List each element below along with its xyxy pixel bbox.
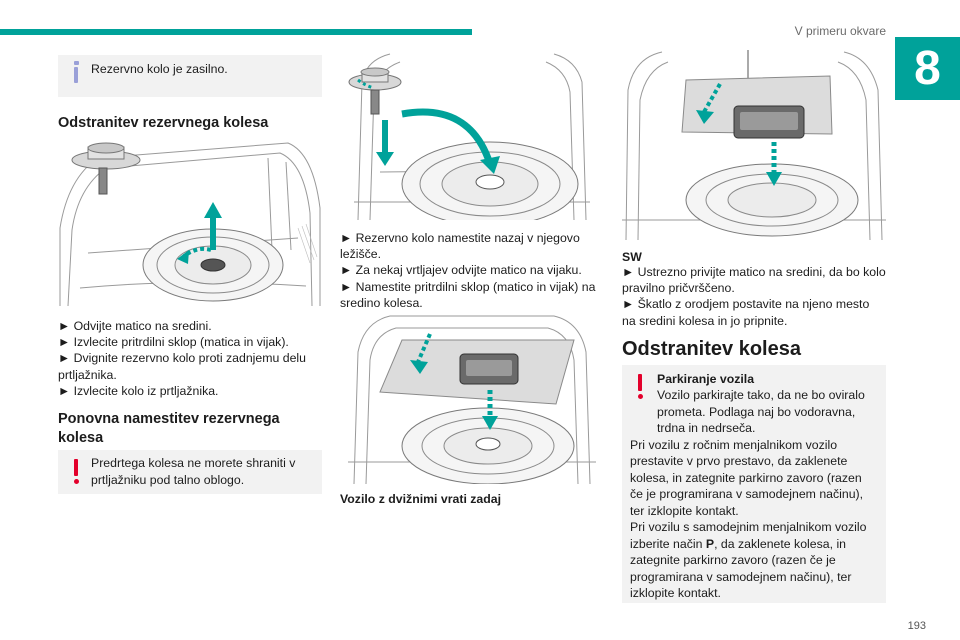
warning-icon-dot — [73, 479, 79, 484]
step-item: ► Odvijte matico na sredini. — [58, 319, 212, 333]
illustration-spare-wheel-refit — [348, 53, 590, 220]
step-item: ► Za nekaj vrtljajev odvijte matico na v… — [340, 263, 582, 278]
heading-wheel-removal: Odstranitev kolesa — [622, 338, 801, 360]
info-icon-bar — [74, 67, 78, 83]
step-item: ► Izvlecite kolo iz prtljažnika. — [58, 383, 219, 398]
steps-removal: ► Odvijte matico na sredini. ► Izvlecite… — [58, 318, 323, 399]
step-item: ► Namestite pritrdilni sklop (matico in … — [340, 279, 596, 310]
parking-line-auto: Pri vozilu s samodejnim menjalnikom vozi… — [630, 520, 867, 600]
heading-spare-wheel-removal: Odstranitev rezervnega kolesa — [58, 115, 269, 131]
sw-label: SW — [622, 250, 642, 264]
steps-refit: ► Rezervno kolo namestite nazaj v njegov… — [340, 230, 604, 311]
warning-note-text: Predrtega kolesa ne morete shraniti v pr… — [91, 456, 296, 487]
parking-title: Parkiranje vozila — [657, 372, 755, 386]
page-number: 193 — [907, 620, 926, 632]
warning-icon — [638, 374, 642, 391]
warning-icon-dot — [637, 394, 643, 399]
parking-line: Pri vozilu z ročnim menjalnikom vozilo p… — [630, 437, 864, 518]
warning-icon — [74, 459, 78, 476]
step-item: ► Izvlecite pritrdilni sklop (matica in … — [58, 335, 289, 350]
info-note-text: Rezervno kolo je zasilno. — [91, 62, 228, 76]
heading-spare-wheel-refit: Ponovna namestitev rezervnega kolesa — [58, 411, 280, 446]
step-item: ► Ustrezno privijte matico na sredini, d… — [622, 265, 886, 296]
caption-hatchback: Vozilo z dvižnimi vrati zadaj — [340, 492, 502, 506]
illustration-toolbox-placement — [348, 315, 596, 484]
info-icon — [74, 61, 79, 65]
step-item: ► Škatlo z orodjem postavite na njeno me… — [622, 297, 870, 328]
chapter-number-badge: 8 — [895, 37, 960, 100]
step-item: ► Dvignite rezervno kolo proti zadnjemu … — [58, 351, 306, 382]
parking-line: Vozilo parkirajte tako, da ne bo oviralo… — [657, 388, 865, 435]
parking-warning-note: Parkiranje vozila Vozilo parkirajte tako… — [622, 365, 886, 603]
illustration-sw-toolbox — [622, 50, 886, 240]
info-note: Rezervno kolo je zasilno. — [58, 55, 322, 97]
step-item: ► Rezervno kolo namestite nazaj v njegov… — [340, 231, 580, 262]
illustration-spare-wheel-removal — [59, 142, 321, 307]
section-title: V primeru okvare — [794, 24, 886, 38]
warning-note: Predrtega kolesa ne morete shraniti v pr… — [58, 450, 322, 494]
steps-sw: ► Ustrezno privijte matico na sredini, d… — [622, 264, 886, 329]
header-accent-bar — [0, 29, 472, 35]
